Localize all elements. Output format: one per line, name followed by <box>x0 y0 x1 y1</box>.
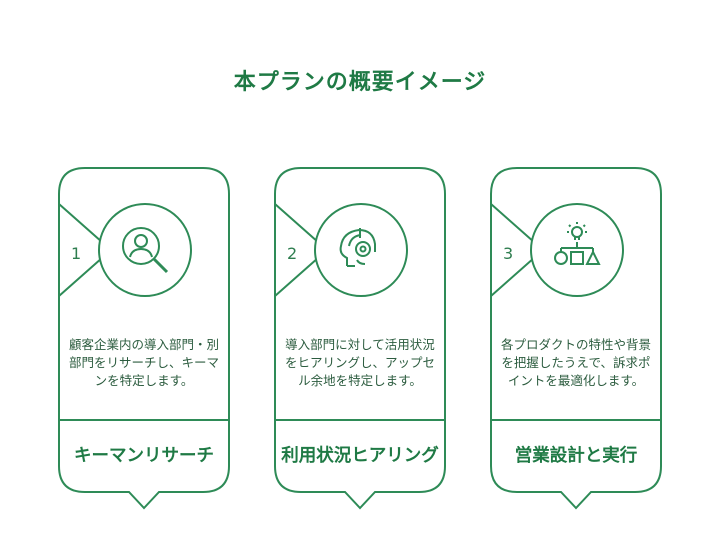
step-number: 1 <box>71 244 82 263</box>
step-number: 3 <box>503 244 514 263</box>
step-card-3: 3 各プロダクトの特性や背景を把握したうえで、訴求ポイントを最適化します。 営業… <box>490 167 662 518</box>
step-label: 利用状況ヒアリング <box>281 445 439 466</box>
step-label: 営業設計と実行 <box>514 445 638 466</box>
step-card-1: 1 顧客企業内の導入部門・別部門をリサーチし、キーマンを特定します。 キーマンリ… <box>58 167 230 518</box>
step-number: 2 <box>287 244 298 263</box>
step-card-2: 2 導入部門に対して活用状況をヒアリングし、アップセル余地を特定します。 利用状… <box>274 167 446 518</box>
idea-shapes-icon <box>554 222 601 265</box>
step-description: 各プロダクトの特性や背景を把握したうえで、訴求ポイントを最適化します。 <box>501 337 652 388</box>
step-description: 顧客企業内の導入部門・別部門をリサーチし、キーマンを特定します。 <box>69 337 220 388</box>
card-frame <box>490 167 662 510</box>
person-search-icon <box>122 227 169 274</box>
headset-operator-icon <box>339 228 376 267</box>
step-label: キーマンリサーチ <box>74 445 214 466</box>
step-description: 導入部門に対して活用状況をヒアリングし、アップセル余地を特定します。 <box>285 337 436 388</box>
page-title: 本プランの概要イメージ <box>233 70 487 95</box>
